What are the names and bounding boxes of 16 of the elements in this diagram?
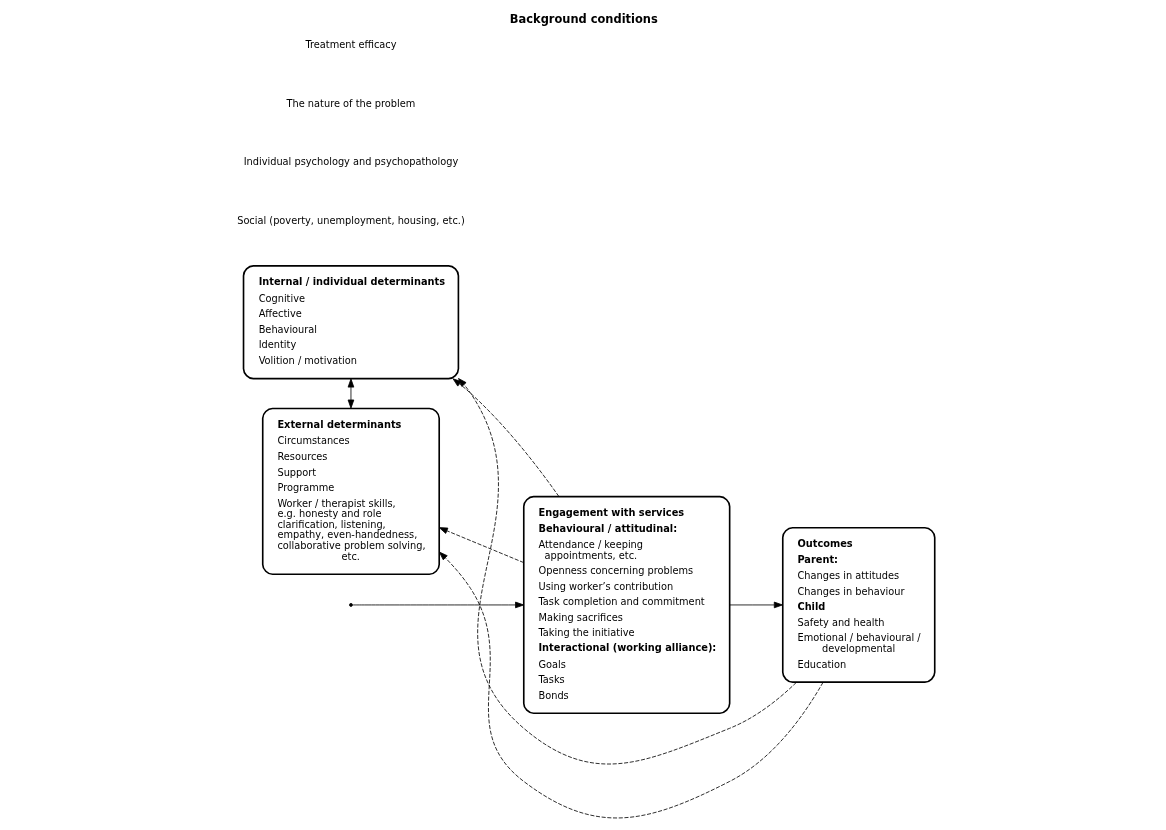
arrow [352, 601, 525, 609]
label: Treatment efficacy [305, 38, 397, 50]
arrow [438, 551, 824, 819]
node-box: Internal / individual determinants Cognitive Affective Behavioural Identity Volition / motivation [242, 265, 460, 380]
arrow [452, 378, 560, 497]
diagram-title: Background conditions [509, 12, 658, 27]
node-box: External determinants Circumstances Resources Support Programme Worker / therapist skills, e.g. honesty and role clarification, listening, empathy, even-handedness, collaborative problem solving, etc. [261, 407, 440, 576]
arrow [458, 378, 797, 765]
node-box: Engagement with services Behavioural / attitudinal: Attendance / keeping appointments, etc. Openness concerning problems Using worker’s contribution Task completion and commitment Making sacrifices Taking the initiative Interactional (working alliance): Goals Tasks Bonds [522, 495, 731, 714]
label: The nature of the problem [286, 97, 416, 109]
label: Individual psychology and psychopathology [243, 156, 459, 168]
label: Social (poverty, unemployment, housing, etc.) [237, 215, 465, 227]
arrow [729, 601, 783, 609]
arrow [347, 378, 355, 409]
arrow [438, 527, 525, 563]
node-box: Outcomes Parent: Changes in attitudes Changes in behaviour Child Safety and health Emotional / behavioural / developmental Education [781, 526, 936, 683]
